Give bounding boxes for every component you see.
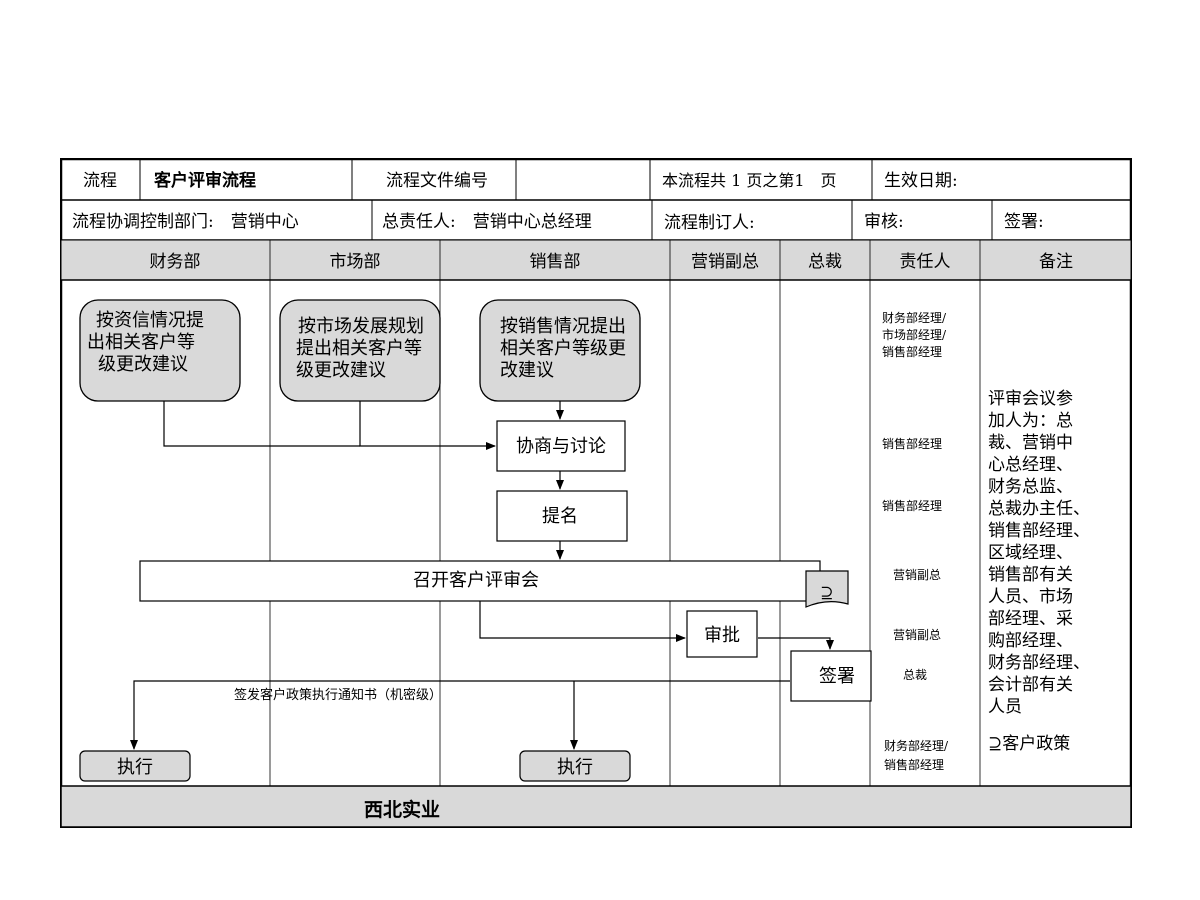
page-info: 本流程共 1 页之第1 页 [662,171,837,190]
column-header-sales: 销售部 [530,252,581,272]
review-meeting-label: 召开客户评审会 [413,570,539,591]
sales-proposal-box [479,299,641,402]
execute-sales-label: 执行 [557,757,593,778]
nominate-label: 提名 [542,506,578,527]
connector-approve-to-sign [758,637,834,650]
remarks-line: 部经理、采 [988,609,1073,629]
column-header-responsible: 责任人 [900,252,951,272]
notice-label: 签发客户政策执行通知书（机密级） [234,687,442,703]
process-label: 流程 [83,171,117,191]
column-header-market: 市场部 [330,252,381,272]
finance-proposal-box [79,299,241,402]
responsible-1-line-3: 销售部经理 [882,344,942,359]
process-author: 流程制订人: [664,213,755,233]
connector-sign-to-execute-finance [130,680,790,750]
responsible-6: 总裁 [903,668,927,682]
execute-finance-box [79,750,191,782]
responsible-1-line-1: 财务部经理/ [882,310,947,325]
company-name: 西北实业 [364,798,440,821]
remarks-text: 评审会议参 加人为：总 裁、营销中 心总经理、 财务总监、 总裁办主任、 销售部… [988,389,1090,717]
remarks-policy: ⊇客户政策 [988,734,1070,754]
finance-proposal-line-3: 级更改建议 [98,354,188,375]
sales-proposal-line-3: 改建议 [500,360,554,381]
column-header-finance: 财务部 [150,252,201,272]
execute-finance-label: 执行 [117,757,153,778]
remarks-line: 评审会议参 [988,389,1073,409]
execute-sales-box [519,750,631,782]
column-header-remarks: 备注 [1039,252,1073,272]
remarks-line: 心总经理、 [988,455,1073,475]
sales-proposal-line-1: 按销售情况提出 [500,316,626,337]
process-flowchart: 流程 客户评审流程 流程文件编号 本流程共 1 页之第1 页 生效日期: 流程协… [59,157,1133,829]
responsible-person: 总责任人: 营销中心总经理 [382,212,592,232]
market-proposal-line-1: 按市场发展规划 [298,316,424,337]
column-header-president: 总裁 [808,252,842,272]
market-proposal-line-3: 级更改建议 [296,360,386,381]
remarks-line: 总裁办主任、 [988,499,1090,519]
document-symbol [805,570,849,608]
responsible-2: 销售部经理 [882,436,942,451]
signature: 签署: [1004,212,1044,232]
remarks-line: 裁、营销中 [988,433,1073,453]
effective-date-label: 生效日期: [884,171,958,191]
remarks-line: 财务总监、 [988,477,1073,497]
negotiate-label: 协商与讨论 [516,436,606,457]
process-name: 客户评审流程 [153,170,256,191]
footer-band [60,785,1132,828]
responsible-7-line-1: 财务部经理/ [884,738,949,753]
remarks-line: 区域经理、 [988,543,1073,563]
coordinating-department: 流程协调控制部门: 营销中心 [72,212,299,232]
review-meeting-box [139,560,821,602]
remarks-line: 会计部有关 [988,675,1073,695]
connector-market-to-negotiate [359,401,496,450]
document-symbol-glyph: ⊇ [820,583,833,602]
sales-proposal-line-2: 相关客户等级更 [500,338,626,359]
remarks-line: 销售部经理、 [988,521,1090,541]
column-header-band [60,239,1132,281]
connector-finance-to-negotiate [163,401,360,447]
remarks-line: 财务部经理、 [988,653,1090,673]
negotiate-box [496,420,626,472]
remarks-line: 人员、市场 [988,587,1073,607]
remarks-line: 加人为：总 [988,411,1073,431]
column-header-marketing-vp: 营销副总 [691,252,759,272]
responsible-1-line-2: 市场部经理/ [882,327,947,342]
reviewer: 审核: [864,212,904,232]
sign-box [790,650,872,702]
finance-proposal-line-1: 按资信情况提 [96,310,204,331]
responsible-5: 营销副总 [893,628,941,642]
market-proposal-line-2: 提出相关客户等 [296,338,422,359]
remarks-line: 购部经理、 [988,631,1073,651]
connector-meeting-to-approve [479,601,686,642]
finance-proposal-line-2: 出相关客户等 [87,332,195,353]
responsible-3: 销售部经理 [882,498,942,513]
sign-label: 签署 [819,666,855,687]
nominate-box [496,490,628,542]
file-number-label: 流程文件编号 [386,171,488,191]
approve-box [686,610,758,658]
remarks-line: 销售部有关 [988,565,1073,585]
remarks-line: 人员 [988,697,1022,717]
responsible-4: 营销副总 [893,568,941,582]
responsible-7-line-2: 销售部经理 [884,757,944,772]
market-proposal-box [279,299,441,402]
approve-label: 审批 [704,625,740,646]
